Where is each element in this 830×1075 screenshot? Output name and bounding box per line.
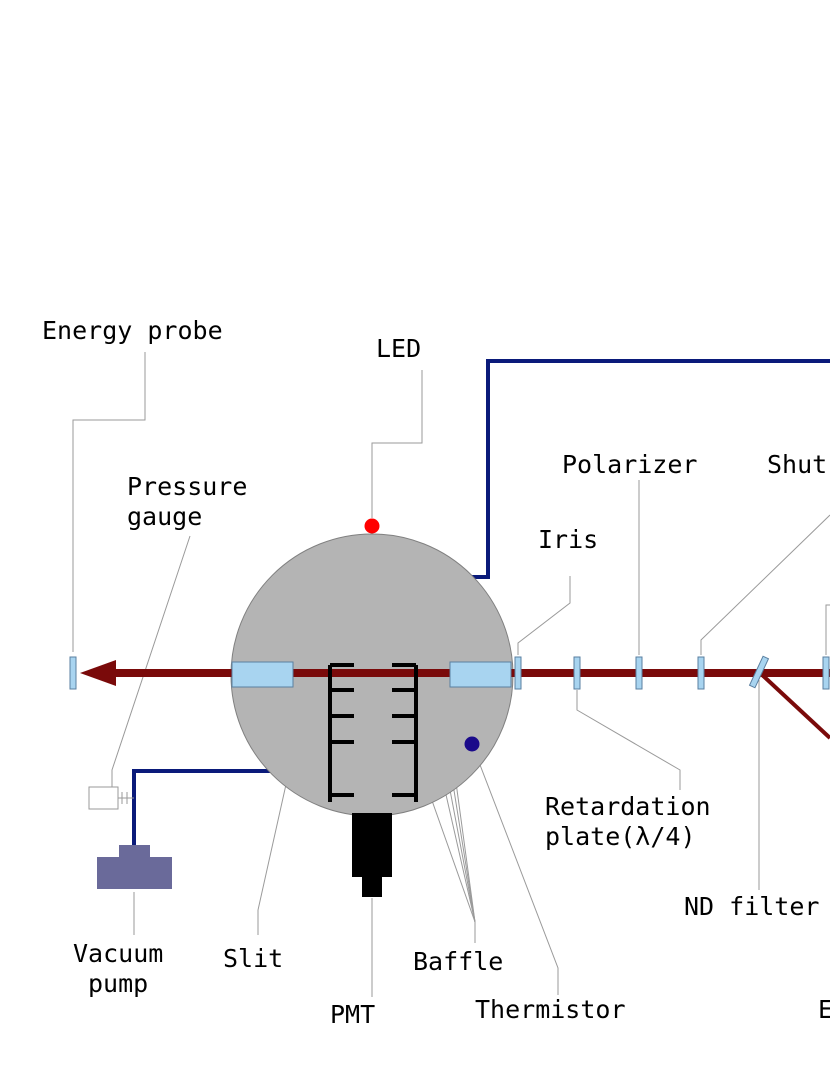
- nd-filter: [748, 655, 770, 689]
- thermistor-leader: [471, 743, 559, 995]
- iris-leader: [517, 576, 571, 655]
- retardation-plate: [573, 656, 581, 690]
- label-retardation-1: Retardation: [545, 792, 711, 821]
- retardation-leader: [576, 690, 681, 790]
- energy-probe-leader: [72, 352, 146, 652]
- reflected-beam: [757, 670, 830, 740]
- label-pressure-gauge-1: Pressure: [127, 472, 247, 501]
- label-vacuum-pump-1: Vacuum: [73, 939, 163, 968]
- vacuum-pump: [97, 845, 172, 889]
- label-vacuum-pump-2: pump: [88, 969, 148, 998]
- gas-feed-line: [470, 359, 830, 579]
- label-baffle: Baffle: [413, 947, 503, 976]
- label-thermistor: Thermistor: [475, 995, 626, 1024]
- baffle: [328, 663, 418, 802]
- pmt-base: [362, 877, 382, 897]
- thermistor: [464, 736, 480, 752]
- shutter-leader: [700, 514, 830, 655]
- shutter: [697, 656, 705, 690]
- beam-arrowhead: [80, 660, 116, 686]
- label-partial-e: E: [818, 995, 830, 1024]
- polarizer: [635, 656, 643, 690]
- chamber-window-right: [449, 661, 512, 688]
- label-shutter: Shut: [767, 450, 827, 479]
- pmt: [352, 813, 392, 877]
- label-retardation-2: plate(λ/4): [545, 822, 696, 851]
- energy-probe: [69, 656, 77, 690]
- right-optic-partial: [822, 656, 830, 690]
- vacuum-pump-line: [132, 769, 272, 850]
- pressure-gauge: [88, 786, 134, 810]
- led: [364, 518, 380, 534]
- label-iris: Iris: [538, 525, 598, 554]
- label-polarizer: Polarizer: [562, 450, 697, 479]
- led-leader: [371, 370, 423, 518]
- pressure-gauge-leader: [111, 535, 191, 790]
- label-nd-filter: ND filter: [684, 892, 819, 921]
- labels: Energy probe LED Pressure gauge Polarize…: [42, 316, 830, 1029]
- label-pmt: PMT: [330, 1000, 375, 1029]
- chamber-window-left: [231, 661, 294, 688]
- right-component-leader: [825, 604, 830, 655]
- label-slit: Slit: [223, 944, 283, 973]
- iris: [514, 656, 522, 690]
- label-energy-probe: Energy probe: [42, 316, 223, 345]
- label-pressure-gauge-2: gauge: [127, 502, 202, 531]
- label-led: LED: [376, 334, 421, 363]
